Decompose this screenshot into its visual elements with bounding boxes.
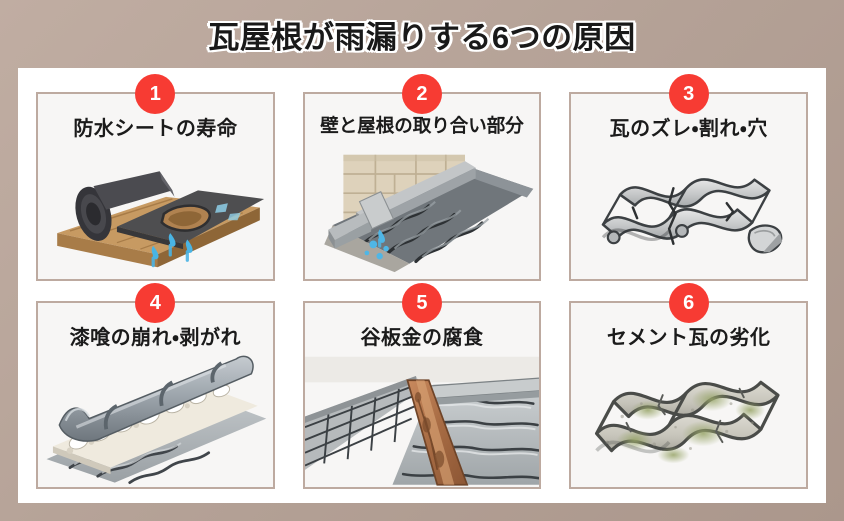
cause-card-6[interactable]: 6 セメント瓦の劣化 <box>569 282 808 489</box>
card-number-badge: 4 <box>135 282 176 323</box>
card-number-badge: 3 <box>668 74 709 114</box>
card-number-badge: 2 <box>401 74 442 114</box>
illustration-waterproof-sheet <box>38 145 273 279</box>
card-title: 谷板金の腐食 <box>360 326 484 349</box>
cards-grid: 1 防水シートの寿命 <box>36 74 808 489</box>
card-title: 漆喰の崩れ・剥がれ <box>69 326 241 349</box>
card-number-badge: 5 <box>401 282 442 323</box>
card-title: 壁と屋根の取り合い部分 <box>320 115 524 136</box>
content-panel: 1 防水シートの寿命 <box>18 68 826 503</box>
illustration-valley-flashing-corrosion <box>304 354 540 488</box>
cause-card-3[interactable]: 3 瓦のズレ・割れ・穴 <box>569 74 808 281</box>
illustration-wall-roof-junction <box>305 142 540 279</box>
title-bar: 瓦屋根が雨漏りする6つの原因 <box>0 0 844 68</box>
card-number-badge: 6 <box>668 282 709 323</box>
illustration-cracked-tiles <box>571 145 806 279</box>
card-number-badge: 1 <box>135 74 176 114</box>
illustration-plaster-crumbling <box>38 354 273 488</box>
cause-card-1[interactable]: 1 防水シートの寿命 <box>36 74 275 281</box>
card-title: 瓦のズレ・割れ・穴 <box>609 118 768 140</box>
cause-card-2[interactable]: 2 壁と屋根の取り合い部分 <box>302 74 542 281</box>
cause-card-5[interactable]: 5 谷板金の腐食 <box>302 282 542 489</box>
card-title: 防水シートの寿命 <box>73 118 238 140</box>
cause-card-4[interactable]: 4 漆喰の崩れ・剥がれ <box>36 282 275 489</box>
illustration-cement-tile-deterioration <box>571 354 806 488</box>
card-title: セメント瓦の劣化 <box>606 326 771 349</box>
page-title: 瓦屋根が雨漏りする6つの原因 <box>208 19 636 55</box>
